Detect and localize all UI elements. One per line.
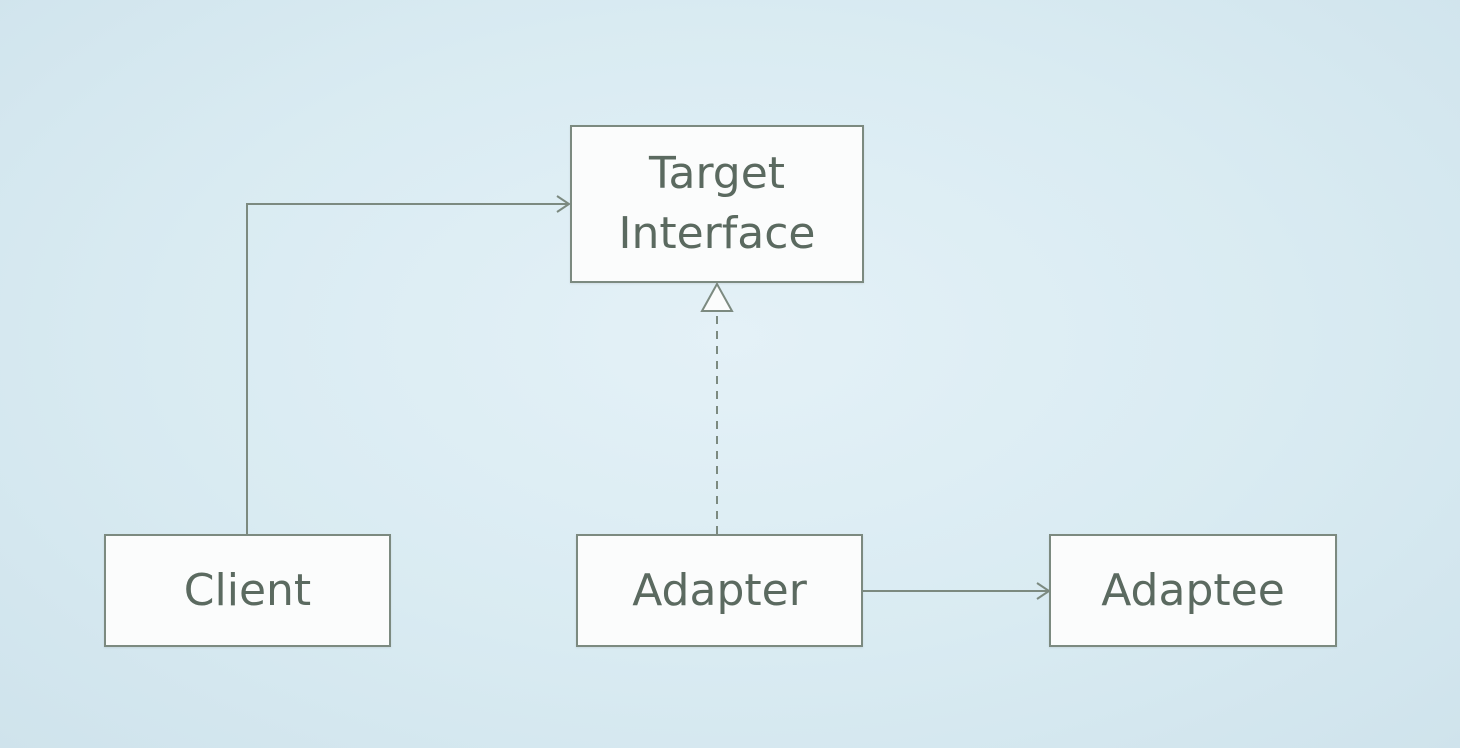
- client-box: Client: [104, 534, 391, 647]
- target-interface-box: Target Interface: [570, 125, 864, 283]
- client-label: Client: [183, 564, 312, 616]
- adaptee-box: Adaptee: [1049, 534, 1337, 647]
- hollow-triangle-arrowhead: [700, 281, 734, 312]
- target-interface-label: Target Interface: [618, 148, 816, 259]
- adapter-label: Adapter: [632, 564, 807, 616]
- edge-client-to-target: [246, 203, 569, 534]
- adaptee-label: Adaptee: [1101, 564, 1285, 616]
- adapter-box: Adapter: [576, 534, 863, 647]
- open-arrowhead-client-target: [556, 195, 571, 213]
